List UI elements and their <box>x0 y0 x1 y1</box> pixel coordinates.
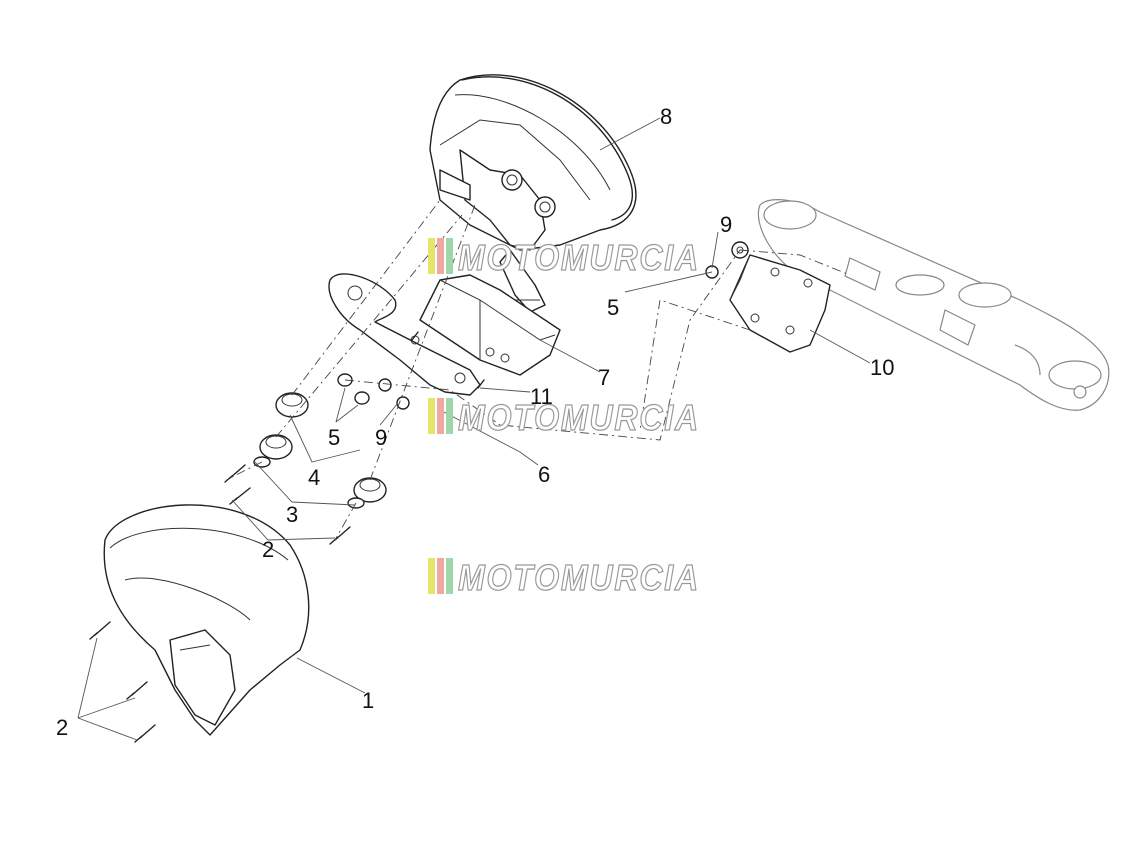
watermark-stripe <box>428 238 435 274</box>
watermark-text: MOTOMURCIA <box>458 397 700 438</box>
callout-9-center: 9 <box>375 425 387 450</box>
watermark-stripe <box>437 558 444 594</box>
watermark-text: MOTOMURCIA <box>458 557 700 598</box>
callout-4: 4 <box>308 465 320 490</box>
watermark-stripe <box>437 238 444 274</box>
screws <box>89 331 485 743</box>
instrument-cluster <box>429 74 637 313</box>
bracket-part <box>419 274 561 376</box>
callout-8: 8 <box>660 104 672 129</box>
callout-5-center: 5 <box>328 425 340 450</box>
callout-labels: 1 2 2 3 4 5 5 6 7 8 9 9 10 11 <box>56 104 894 740</box>
watermark-stripe <box>428 398 435 434</box>
callout-11: 11 <box>530 384 553 409</box>
watermark-stripe <box>437 398 444 434</box>
fork-triple-clamp <box>757 199 1110 411</box>
callout-9-right: 9 <box>720 212 732 237</box>
callout-7: 7 <box>598 365 610 390</box>
watermark-bottom: MOTOMURCIA <box>428 556 700 599</box>
watermark-middle: MOTOMURCIA <box>428 396 700 439</box>
watermark-stripe <box>446 238 453 274</box>
side-bracket <box>729 241 831 353</box>
callout-1: 1 <box>362 688 374 713</box>
watermark-stripe <box>446 398 453 434</box>
callout-10: 10 <box>870 355 894 380</box>
watermark-stripe <box>428 558 435 594</box>
rear-cover <box>103 504 310 736</box>
rubber-grommets <box>259 392 387 503</box>
watermark-stripe <box>446 558 453 594</box>
callout-6: 6 <box>538 462 550 487</box>
callout-2-lower: 2 <box>56 715 68 740</box>
leader-lines <box>77 117 871 741</box>
watermark-top: MOTOMURCIA <box>428 236 700 279</box>
callout-5-right: 5 <box>607 295 619 320</box>
callout-2-upper: 2 <box>262 537 274 562</box>
watermark-text: MOTOMURCIA <box>458 237 700 278</box>
callout-3: 3 <box>286 502 298 527</box>
